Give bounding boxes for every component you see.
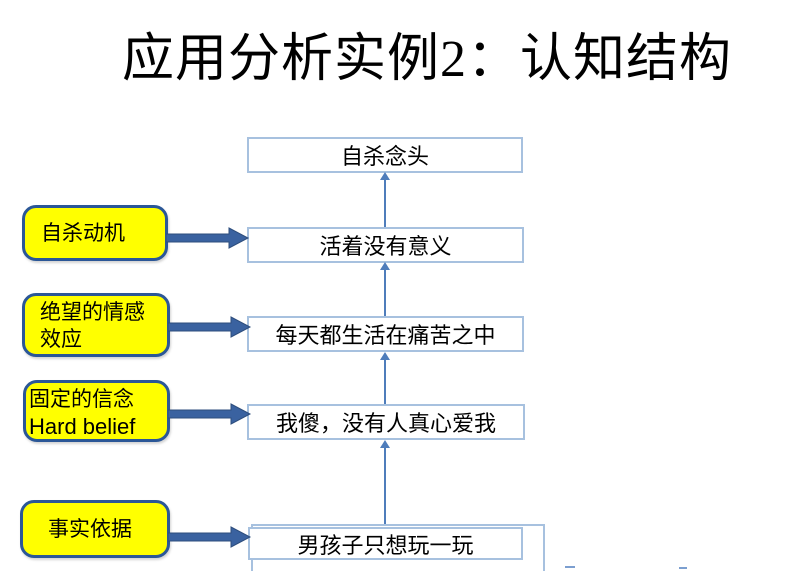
flow-box-label: 自杀念头 — [340, 144, 429, 169]
callout-despair-emotion-effect: 绝望的情感 效应 — [22, 293, 170, 357]
up-arrowhead-icon — [380, 262, 390, 270]
callout-suicide-motive: 自杀动机 — [22, 205, 168, 261]
flow-box-label: 男孩子只想玩一玩 — [297, 532, 474, 558]
up-arrowhead-icon — [380, 172, 390, 180]
flow-box-nobody-loves-me: 我傻，没有人真心爱我 — [247, 404, 525, 440]
flow-box-boy-just-playing: 男孩子只想玩一玩 — [248, 527, 523, 560]
up-arrowhead-icon — [380, 440, 390, 448]
callout-label-line1: 绝望的情感 — [40, 300, 145, 324]
callout-fixed-belief: 固定的信念 Hard belief — [23, 380, 170, 442]
flow-box-label: 活着没有意义 — [319, 234, 452, 259]
callout-label-line1: 固定的信念 — [29, 387, 134, 411]
up-arrow-connector — [384, 180, 386, 227]
callout-label-line2: Hard belief — [29, 414, 136, 439]
flow-box-life-meaningless: 活着没有意义 — [247, 227, 524, 263]
up-arrow-connector — [384, 448, 386, 524]
callout-factual-basis: 事实依据 — [20, 500, 170, 558]
up-arrowhead-icon — [380, 352, 390, 360]
flow-box-label: 每天都生活在痛苦之中 — [275, 323, 496, 348]
callout-arrow-icon — [168, 316, 252, 338]
flow-box-daily-pain: 每天都生活在痛苦之中 — [247, 316, 524, 352]
callout-arrow-icon — [168, 403, 252, 425]
up-arrow-connector — [384, 360, 386, 404]
page-title: 应用分析实例2：认知结构 — [122, 31, 733, 88]
up-arrow-connector — [384, 270, 386, 316]
callout-arrow-icon — [166, 227, 250, 249]
flow-box-label: 我傻，没有人真心爱我 — [275, 411, 496, 436]
callout-label: 自杀动机 — [41, 220, 125, 245]
stray-mark — [565, 566, 575, 568]
callout-arrow-icon — [168, 526, 252, 548]
flow-box-suicidal-thought: 自杀念头 — [247, 137, 523, 173]
callout-label-line2: 效应 — [40, 327, 82, 351]
stray-mark — [679, 567, 687, 569]
callout-label: 事实依据 — [48, 516, 132, 541]
